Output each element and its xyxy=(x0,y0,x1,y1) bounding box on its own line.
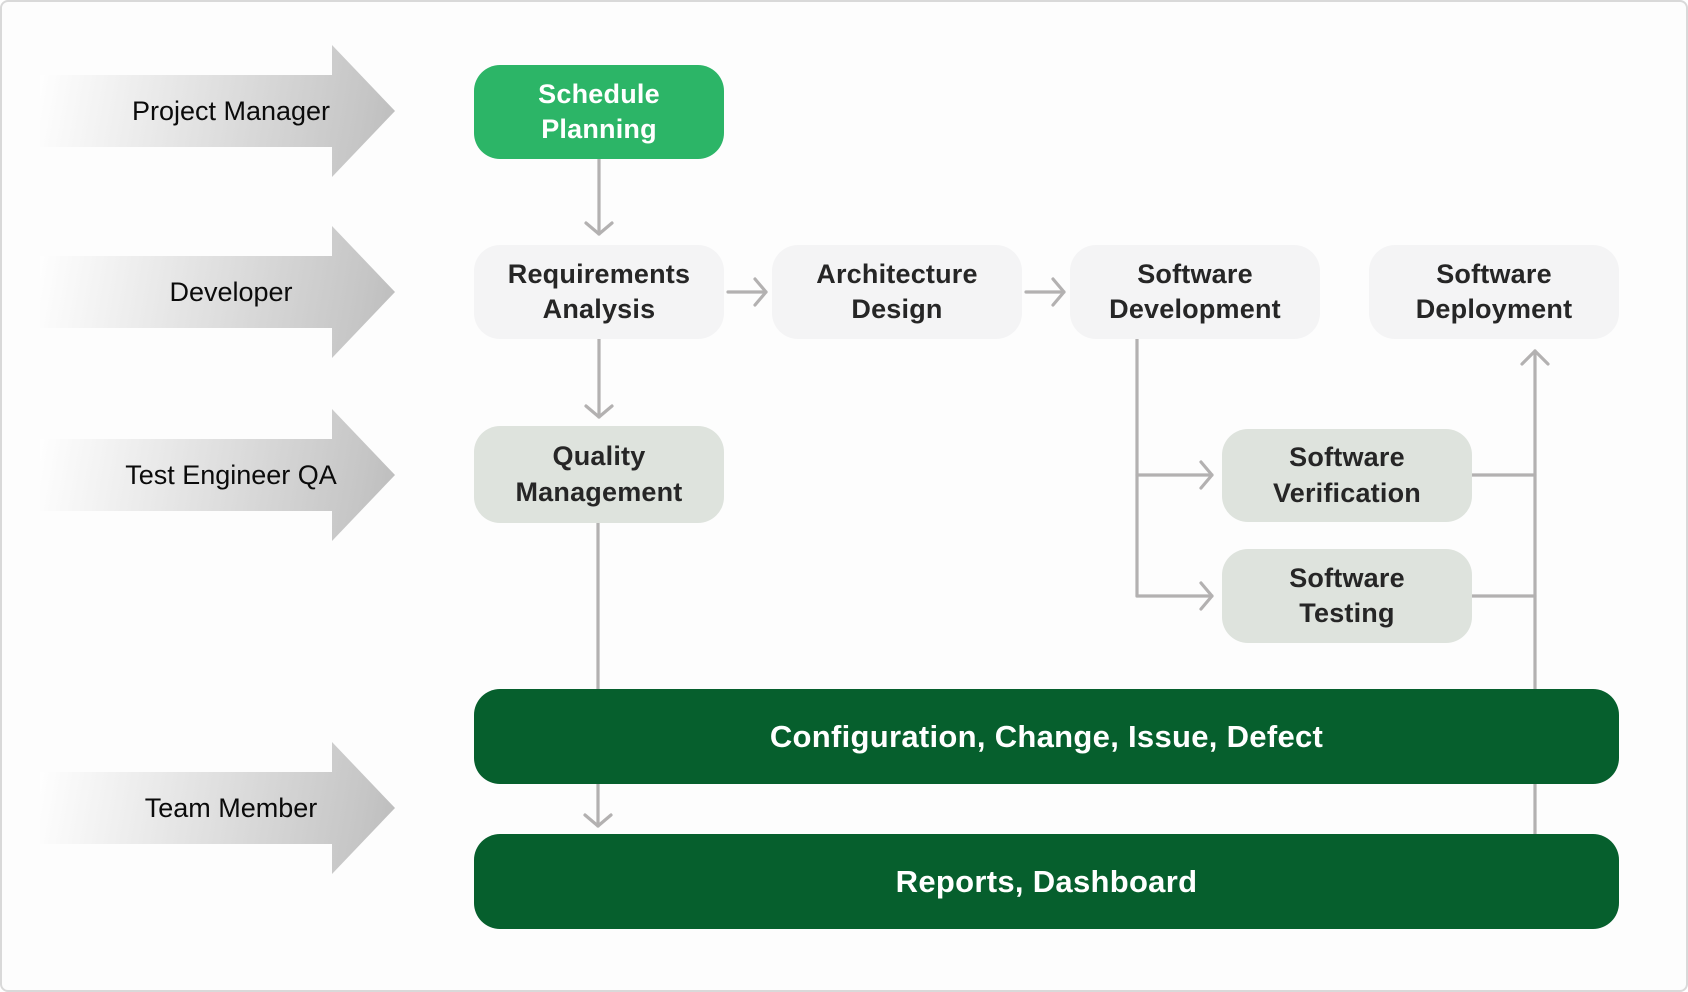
node-schedule-planning: Schedule Planning xyxy=(474,65,724,159)
role-label-project-manager: Project Manager xyxy=(131,95,331,126)
arrowhead-down-requirements xyxy=(584,221,614,236)
node-quality-management: Quality Management xyxy=(474,426,724,523)
role-label-developer: Developer xyxy=(169,276,293,307)
arrowhead-down-reports xyxy=(583,813,613,828)
arrowhead-right-development xyxy=(1051,277,1066,307)
arrowhead-right-testing xyxy=(1199,581,1214,611)
node-architecture-design: Architecture Design xyxy=(772,245,1022,339)
node-software-development: Software Development xyxy=(1070,245,1320,339)
arrowhead-right-architecture xyxy=(753,277,768,307)
role-label-team-member: Team Member xyxy=(144,792,318,823)
banner-configuration-change-issue-defect: Configuration, Change, Issue, Defect xyxy=(474,689,1619,784)
role-label-test-engineer-qa: Test Engineer QA xyxy=(125,459,337,490)
node-software-verification: Software Verification xyxy=(1222,429,1472,522)
node-software-testing: Software Testing xyxy=(1222,549,1472,643)
arrowhead-right-verification xyxy=(1199,460,1214,490)
node-requirements-analysis: Requirements Analysis xyxy=(474,245,724,339)
node-software-deployment: Software Deployment xyxy=(1369,245,1619,339)
arrowhead-up-deployment xyxy=(1520,349,1550,366)
banner-reports-dashboard: Reports, Dashboard xyxy=(474,834,1619,929)
arrowhead-down-quality xyxy=(584,404,614,419)
